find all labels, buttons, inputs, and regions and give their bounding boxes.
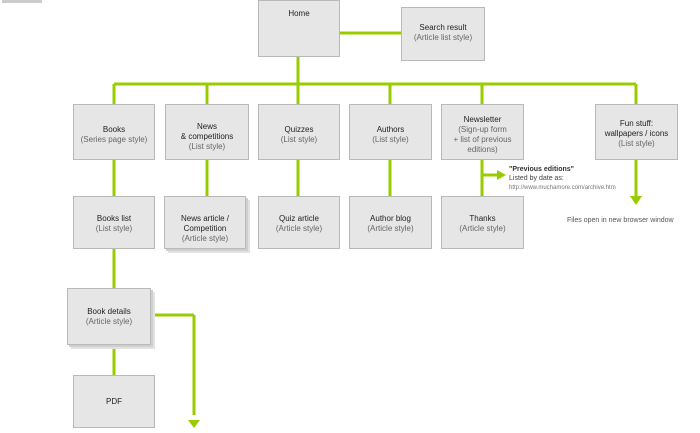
news-article-title: News article / Competition: [180, 214, 229, 233]
newsletter-subtitle: (Sign-up form + list of previous edition…: [453, 125, 512, 154]
thanks-title: Thanks: [469, 214, 496, 223]
author-blog-subtitle: (Article style): [367, 224, 414, 233]
previous-editions-text: Listed by date as:: [509, 175, 564, 182]
authors-title: Authors: [376, 125, 405, 134]
news-node: News & competitions (List style): [165, 104, 249, 160]
thanks-node: Thanks (Article style): [441, 196, 524, 249]
newsletter-node: Newsletter (Sign-up form + list of previ…: [441, 104, 524, 160]
authors-node: Authors (List style): [349, 104, 432, 160]
files-open-note: Files open in new browser window: [567, 217, 674, 224]
fun-stuff-title: Fun stuff: wallpapers / icons: [604, 119, 669, 138]
books-title: Books: [102, 125, 126, 134]
search-result-subtitle: (Article list style): [413, 33, 473, 42]
news-article-node: News article / Competition (Article styl…: [164, 196, 246, 249]
quizzes-node: Quizzes (List style): [258, 104, 340, 160]
quizzes-subtitle: (List style): [280, 135, 318, 144]
authors-subtitle: (List style): [372, 135, 409, 144]
newsletter-title: Newsletter: [463, 115, 502, 124]
author-blog-title: Author blog: [370, 214, 411, 223]
news-subtitle: (List style): [188, 142, 226, 151]
news-article-subtitle: (Article style): [181, 234, 229, 243]
fun-stuff-subtitle: (List style): [618, 139, 655, 148]
quiz-article-subtitle: (Article style): [275, 224, 323, 233]
books-list-subtitle: (List style): [95, 224, 133, 233]
news-title: News & competitions: [180, 122, 234, 141]
author-blog-node: Author blog (Article style): [349, 196, 432, 249]
previous-editions-note: "Previous editions" Listed by date as: h…: [509, 165, 659, 193]
corner-mark: [2, 0, 42, 3]
pdf-title: PDF: [106, 397, 122, 406]
quiz-article-title: Quiz article: [278, 214, 319, 223]
book-details-subtitle: (Article style): [85, 317, 133, 326]
quizzes-title: Quizzes: [284, 125, 314, 134]
books-list-title: Books list: [96, 214, 132, 223]
home-title: Home: [288, 9, 310, 18]
search-result-title: Search result: [419, 23, 467, 32]
previous-editions-title: "Previous editions": [509, 166, 574, 173]
fun-stuff-node: Fun stuff: wallpapers / icons (List styl…: [595, 104, 678, 160]
books-subtitle: (Series page style): [80, 135, 148, 144]
pdf-node: PDF: [73, 375, 155, 428]
quiz-article-node: Quiz article (Article style): [258, 196, 340, 249]
books-node: Books (Series page style): [73, 104, 155, 160]
home-node: Home: [258, 0, 340, 57]
book-details-node: Book details (Article style): [67, 288, 151, 345]
previous-editions-url: http://www.muchamore.com/archive.htm: [509, 185, 616, 191]
book-details-title: Book details: [87, 307, 131, 316]
books-list-node: Books list (List style): [73, 196, 155, 249]
search-result-node: Search result (Article list style): [401, 7, 485, 61]
thanks-subtitle: (Article style): [459, 224, 506, 233]
